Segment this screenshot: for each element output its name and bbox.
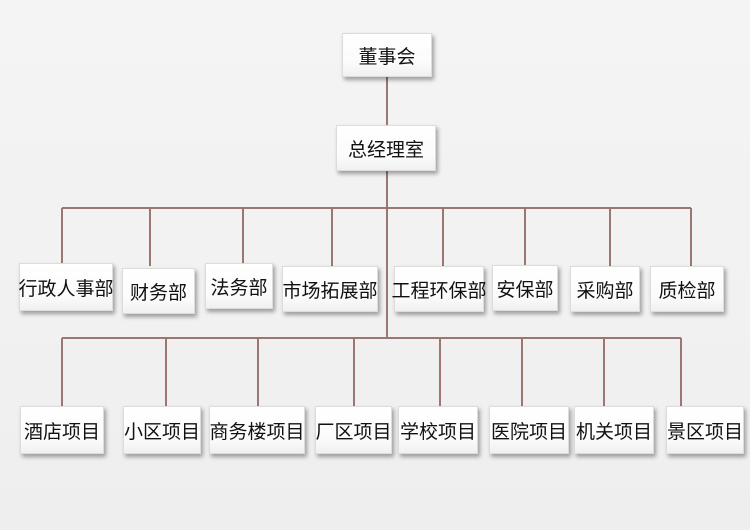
dept-node-marketing: 市场拓展部: [282, 266, 378, 312]
project-node-residential: 小区项目: [123, 406, 201, 454]
project-node-hotel: 酒店项目: [20, 406, 104, 454]
general-manager-node: 总经理室: [336, 125, 436, 171]
project-node-school: 学校项目: [398, 406, 478, 454]
dept-node-security: 安保部: [492, 265, 558, 311]
project-node-office: 商务楼项目: [209, 406, 305, 454]
dept-node-finance: 财务部: [122, 268, 195, 314]
project-node-government: 机关项目: [574, 406, 654, 454]
project-node-factory: 厂区项目: [315, 406, 392, 454]
dept-node-qa: 质检部: [650, 266, 724, 312]
dept-node-hr: 行政人事部: [19, 263, 114, 311]
dept-node-engineering: 工程环保部: [392, 266, 487, 312]
project-node-scenic: 景区项目: [666, 406, 744, 454]
dept-node-legal: 法务部: [205, 263, 273, 309]
board-node: 董事会: [342, 33, 432, 77]
dept-node-procurement: 采购部: [570, 266, 640, 312]
project-node-hospital: 医院项目: [489, 406, 569, 454]
